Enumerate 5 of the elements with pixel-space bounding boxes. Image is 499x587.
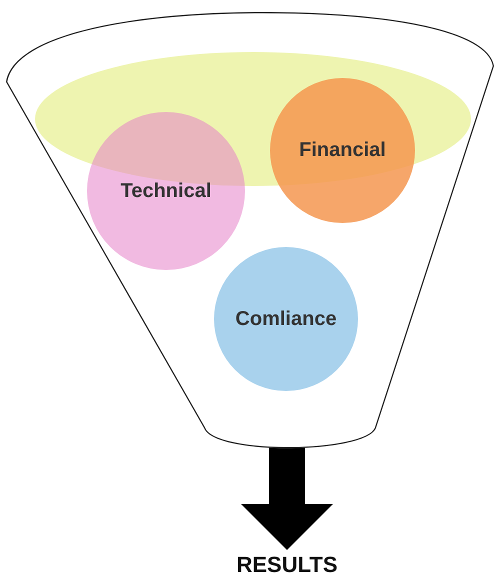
circle-label: Financial bbox=[299, 139, 386, 162]
circle-label: Comliance bbox=[235, 308, 337, 330]
result-text: RESULTS bbox=[237, 550, 337, 580]
circle-label: Technical bbox=[120, 180, 212, 202]
down-arrow bbox=[241, 446, 333, 550]
